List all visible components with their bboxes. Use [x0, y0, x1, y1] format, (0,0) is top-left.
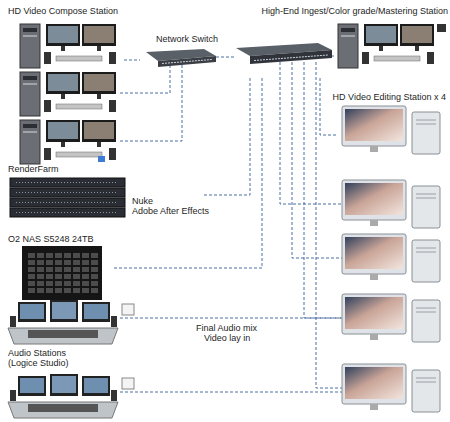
rack-unit [10, 188, 125, 197]
device-label: Nuke [132, 196, 153, 206]
rack-unit [10, 178, 125, 187]
network-cable [114, 78, 262, 268]
mac-workstation [342, 180, 440, 228]
network-cable [120, 62, 182, 141]
network-cable [332, 56, 334, 57]
device-label: Adobe After Effects [132, 206, 209, 216]
audio-cable [120, 392, 342, 393]
device-label: Network Switch [156, 34, 218, 44]
equipment-node: HD Video Editing Station x 4 [336, 88, 448, 160]
nas-drive-bays [26, 252, 98, 294]
switch-ports [254, 55, 328, 61]
audio-console [8, 374, 118, 418]
equipment-node: High-End Ingest/Color grade/Mastering St… [332, 4, 448, 74]
switch-ports [162, 60, 212, 64]
mac-workstation [342, 106, 440, 154]
equipment-node: Network Switch [140, 34, 334, 78]
network-cable [204, 78, 250, 195]
equipment-node: RenderFarmNukeAdobe After Effects [4, 162, 204, 220]
device-label: Audio Stations (Logice Studio) [8, 348, 88, 368]
mac-workstation [342, 234, 440, 282]
workstation [20, 120, 116, 164]
device-label: HD Video Compose Station [8, 6, 118, 16]
network-switch [158, 56, 216, 67]
workstation [338, 24, 434, 68]
signal-note: Final Audio mix [196, 323, 257, 333]
device-label: HD Video Editing Station x 4 [333, 92, 446, 102]
mac-workstation [342, 294, 440, 342]
rack-vent [16, 182, 118, 183]
app-icon [122, 378, 134, 389]
rack-unit [10, 198, 125, 207]
equipment-node: O2 NAS S5248 24TB [4, 232, 114, 302]
app-icon [122, 304, 134, 315]
network-cable [280, 62, 342, 204]
rack-vent [16, 212, 118, 213]
device-label: High-End Ingest/Color grade/Mastering St… [261, 6, 448, 16]
audio-console [8, 300, 118, 344]
network-cable [120, 62, 170, 93]
network-switch [250, 50, 332, 64]
device-label: O2 NAS S5248 24TB [8, 234, 94, 244]
network-cable [316, 62, 342, 388]
rack-vent [16, 202, 118, 203]
equipment-node: Audio Stations (Logice Studio) [4, 346, 134, 420]
network-cable [216, 57, 236, 58]
workstation [20, 72, 116, 116]
workstation [20, 24, 116, 68]
mac-workstation [342, 364, 440, 412]
network-cable [124, 60, 140, 61]
network-cable [292, 62, 342, 258]
rack-unit [10, 208, 125, 217]
badge-icon [437, 24, 446, 32]
render-rack [10, 178, 125, 217]
audio-cable [120, 318, 342, 319]
os-icon [98, 156, 105, 162]
signal-note: Video lay in [204, 333, 250, 343]
equipment-node: HD Video Compose Station [4, 4, 124, 74]
rack-vent [16, 192, 118, 193]
nas-chassis [22, 246, 102, 300]
device-label: RenderFarm [8, 164, 59, 174]
network-cable [320, 78, 336, 135]
